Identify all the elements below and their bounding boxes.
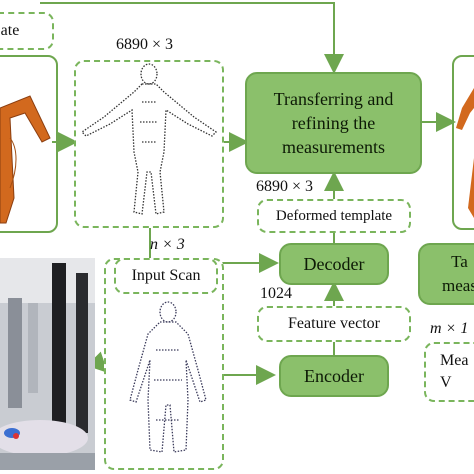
photo-to-scan-arrow: [86, 351, 108, 373]
encoder-box[interactable]: Encoder: [279, 355, 389, 397]
scanner-photo: [0, 258, 95, 470]
target-measurements-label: Ta meas: [442, 252, 474, 295]
template-point-cloud-box: [74, 60, 224, 228]
template-body-frame: [0, 55, 58, 233]
output-body-image: [456, 88, 474, 218]
decoder-dim-label: 6890 × 3: [256, 178, 314, 195]
template-point-cloud: [80, 63, 218, 215]
decoder-box[interactable]: Decoder: [279, 243, 389, 285]
input-scan-label-box: [114, 258, 218, 294]
deformed-template-label: Deformed template: [275, 207, 393, 224]
decoder-label: Decoder: [303, 253, 365, 274]
encoder-label: Encoder: [304, 365, 364, 386]
template-label-box: [0, 12, 54, 50]
scan-dim-label: n × 3: [150, 236, 185, 253]
template-label: ate: [0, 22, 20, 39]
measurement-values-label: Mea V: [440, 352, 469, 391]
transfer-measurements-label: Transferring and refining the measuremen…: [273, 89, 394, 157]
target-measurements-box[interactable]: Ta meas: [418, 243, 474, 305]
transfer-measurements-box[interactable]: Transferring and refining the measuremen…: [245, 72, 422, 174]
input-scan-label: Input Scan: [131, 267, 201, 284]
deformed-template-box: [257, 199, 411, 233]
input-scan-point-cloud: [129, 301, 207, 453]
template-body-image: [0, 95, 51, 224]
output-body-frame: [452, 55, 474, 230]
right-dim-label: m × 1: [430, 320, 469, 337]
feature-vector-label: Feature vector: [288, 315, 380, 332]
top-connector: [40, 2, 344, 74]
template-dim-label: 6890 × 3: [116, 36, 174, 53]
feature-dim-label: 1024: [260, 285, 292, 302]
measurement-values-box: [424, 342, 474, 402]
feature-vector-box: [257, 306, 411, 342]
